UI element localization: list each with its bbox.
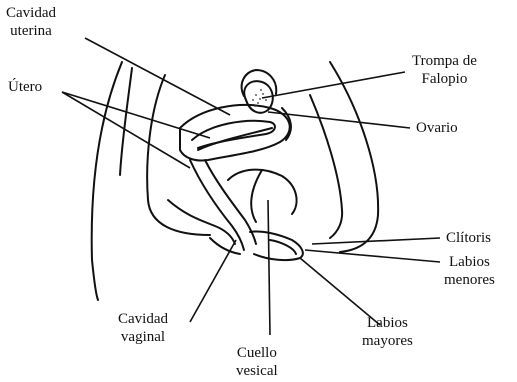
vagina-wall-1: [205, 160, 256, 244]
bladder-neck: [251, 170, 262, 222]
leader-utero-2: [62, 92, 190, 168]
leader-cavidad-vaginal: [190, 240, 236, 322]
labia-region: [250, 231, 303, 260]
sacrum-contour: [120, 68, 132, 175]
label-cavidad-uterina: Cavidad uterina: [6, 4, 56, 40]
leader-trompa: [262, 72, 405, 98]
label-trompa-de-falopio: Trompa de Falopio: [412, 52, 477, 88]
label-ovario: Ovario: [416, 119, 458, 137]
label-labios-mayores: Labios mayores: [362, 314, 413, 350]
rectal-curve: [168, 200, 235, 244]
labia-minora: [270, 240, 296, 254]
leader-cuello-vesical: [268, 200, 270, 335]
label-cavidad-vaginal: Cavidad vaginal: [118, 310, 168, 346]
back-contour: [92, 62, 122, 300]
leader-utero-1: [62, 92, 210, 138]
label-clitoris: Clítoris: [446, 229, 491, 247]
label-cuello-vesical: Cuello vesical: [236, 344, 278, 380]
leader-labios-menores: [305, 250, 440, 262]
label-utero: Útero: [8, 78, 42, 96]
leader-clitoris: [312, 238, 440, 244]
leader-cavidad-uterina: [85, 38, 230, 115]
bladder-curve: [228, 170, 297, 214]
uterus-inner: [192, 121, 275, 148]
abdomen-contour: [330, 62, 378, 252]
label-labios-menores: Labios menores: [444, 253, 495, 289]
pubic-contour: [310, 95, 342, 238]
